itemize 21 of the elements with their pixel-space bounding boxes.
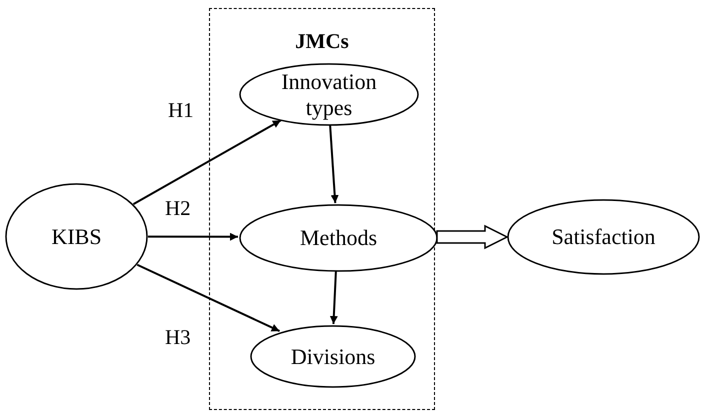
ellipse-node: [5, 183, 148, 290]
edge-label: H3: [165, 327, 191, 348]
node-label: Satisfaction: [552, 224, 656, 250]
ellipse-node: [250, 325, 416, 388]
hollow-block-arrow: [436, 224, 509, 250]
ellipse-node: [239, 204, 438, 272]
arrow: [136, 264, 280, 332]
edge-label: H1: [168, 100, 194, 121]
node-label: KIBS: [51, 224, 102, 250]
dashed-group-box: [209, 8, 435, 410]
ellipse-node: [507, 199, 700, 275]
arrow: [132, 119, 282, 205]
node-label: Innovation types: [280, 68, 378, 120]
ellipse-node: [239, 63, 419, 126]
node-label: Methods: [300, 225, 377, 251]
arrow: [330, 270, 338, 324]
node-label: Divisions: [290, 344, 376, 370]
group-heading: JMCs: [295, 31, 349, 52]
arrow: [329, 124, 339, 204]
edge-label: H2: [165, 198, 191, 219]
arrow: [148, 232, 238, 241]
